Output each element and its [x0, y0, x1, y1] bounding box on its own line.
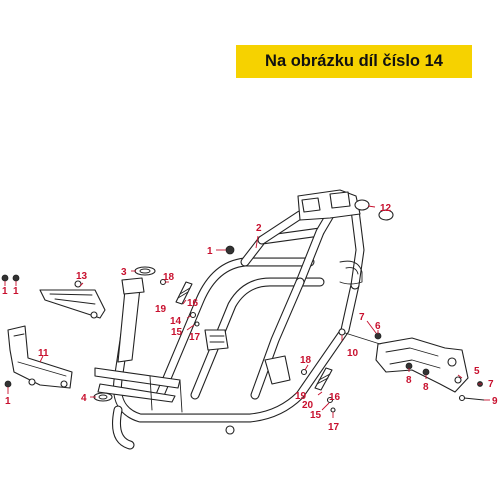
callout-20: 20	[302, 400, 314, 411]
callout-17-lower: 17	[328, 422, 340, 433]
callout-1-nut: 1	[207, 246, 213, 257]
part-14-bracket-upper	[159, 278, 200, 327]
part-5-engine-hanger	[338, 328, 469, 393]
callout-1-left-bottom: 1	[5, 396, 11, 407]
callout-7-right: 7	[488, 379, 494, 390]
callout-12: 12	[380, 203, 392, 214]
part-13-bracket	[39, 280, 106, 319]
callout-5: 5	[474, 366, 480, 377]
main-frame	[94, 189, 365, 450]
callout-8-b: 8	[423, 382, 429, 393]
callout-16-lower: 16	[329, 392, 341, 403]
callout-14: 14	[170, 316, 182, 327]
callout-4: 4	[81, 393, 87, 404]
part-3-ring	[134, 266, 156, 276]
callout-16-upper: 16	[187, 298, 199, 309]
callout-9: 9	[492, 396, 498, 407]
callout-10: 10	[347, 348, 359, 359]
callout-labels: 1 2 3 4 12 13 11 1 1 1 18 19 16 14 15 17…	[2, 203, 498, 433]
callout-11: 11	[38, 348, 49, 359]
callout-1-left-a: 1	[2, 286, 8, 297]
part-12-caps	[354, 199, 394, 221]
callout-2: 2	[256, 223, 262, 234]
callout-19-lower: 19	[295, 391, 307, 402]
callout-15-lower: 15	[310, 410, 322, 421]
callout-17-upper: 17	[189, 332, 201, 343]
callout-18-lower: 18	[300, 355, 312, 366]
fasteners	[1, 245, 485, 402]
callout-13: 13	[76, 271, 88, 282]
callout-8-a: 8	[406, 375, 412, 386]
callout-7-top: 7	[359, 312, 365, 323]
callout-18-upper: 18	[163, 272, 175, 283]
part-4-ring	[93, 392, 113, 402]
callout-19-upper: 19	[155, 304, 167, 315]
callout-1-left-b: 1	[13, 286, 19, 297]
callout-6: 6	[375, 321, 381, 332]
part-11-bracket	[7, 325, 73, 389]
callout-3: 3	[121, 267, 127, 278]
banner-text: Na obrázku díl číslo 14	[265, 52, 443, 70]
callout-15-upper: 15	[171, 327, 183, 338]
callout-leader-lines	[4, 205, 490, 418]
part-14-bracket-lower	[300, 367, 336, 413]
part-number-banner: Na obrázku díl číslo 14	[236, 45, 472, 78]
